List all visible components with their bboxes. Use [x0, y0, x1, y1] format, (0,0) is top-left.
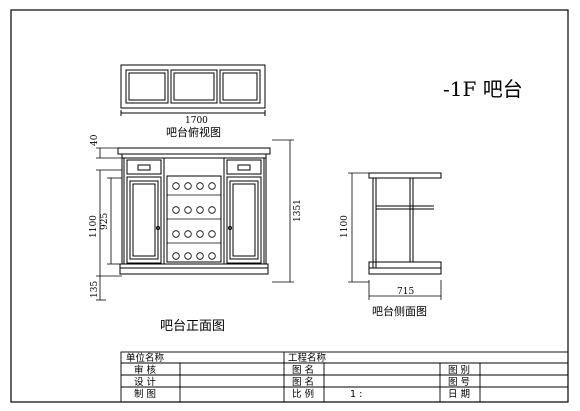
front-view-dims — [96, 139, 294, 301]
tb-scale-value: 1 : — [350, 389, 362, 400]
top-view-width-dim: 1700 — [185, 116, 208, 126]
side-dim-height: 1100 — [340, 215, 350, 238]
side-view-dims — [348, 172, 442, 300]
front-dim-top: 40 — [90, 134, 100, 146]
side-view-label: 吧台侧面图 — [372, 304, 427, 318]
front-view-label: 吧台正面图 — [160, 319, 225, 334]
drawing-title: -1F 吧台 — [443, 77, 523, 101]
front-dim-mid: 925 — [100, 213, 110, 230]
tb-drawing-name-1: 图 名 — [292, 364, 314, 376]
side-dim-width: 715 — [397, 287, 414, 297]
front-dim-total-right: 1351 — [293, 199, 303, 222]
tb-unit-name: 单位名称 — [126, 352, 165, 364]
wine-bottles — [167, 182, 221, 260]
front-view — [117, 147, 271, 275]
top-view-label: 吧台俯视图 — [166, 125, 221, 139]
title-block — [120, 351, 569, 403]
tb-category: 图 别 — [448, 365, 470, 376]
tb-draw: 制 图 — [134, 388, 156, 400]
tb-design: 设 计 — [134, 376, 157, 388]
tb-date: 日 期 — [448, 389, 470, 400]
front-dim-base: 135 — [90, 281, 100, 298]
front-dim-total-left: 1100 — [89, 215, 99, 238]
tb-project-name: 工程名称 — [288, 352, 327, 364]
side-view — [368, 172, 442, 275]
sheet-border — [10, 9, 569, 403]
tb-number: 图 号 — [448, 377, 470, 388]
tb-review: 审 核 — [134, 364, 157, 376]
tb-drawing-name-2: 图 名 — [292, 376, 314, 388]
tb-scale: 比 例 — [292, 388, 314, 400]
top-view — [120, 64, 266, 116]
